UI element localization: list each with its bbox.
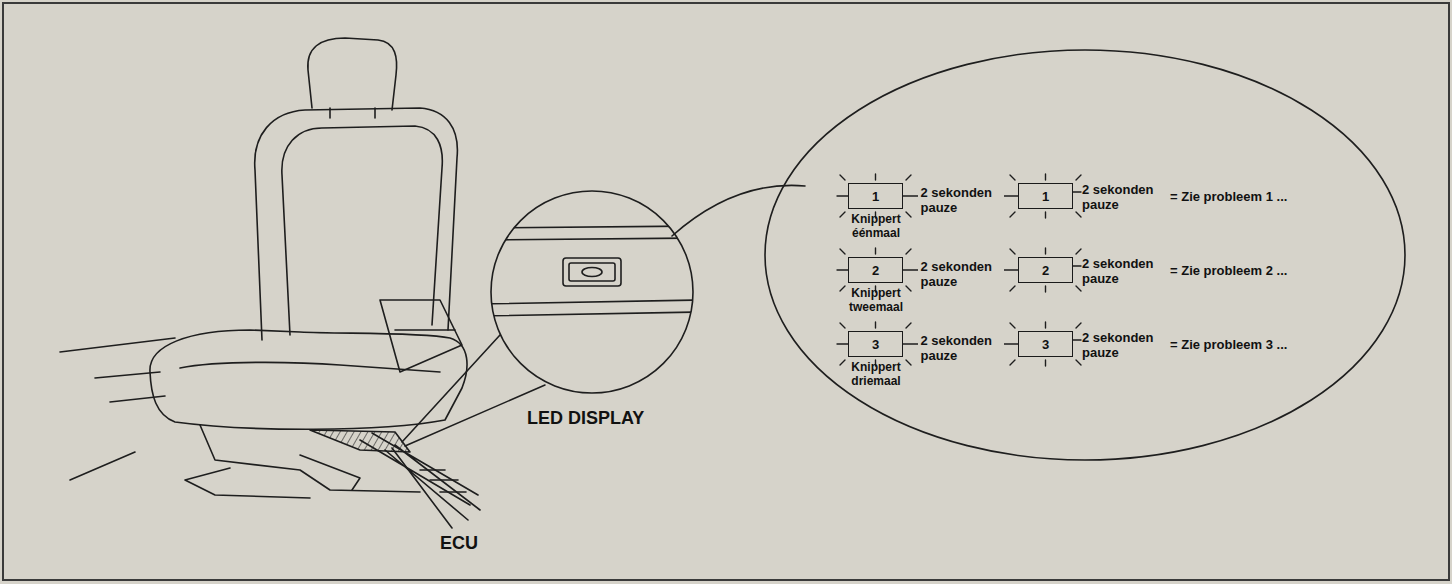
- led: [582, 268, 602, 277]
- floor-line: [60, 338, 175, 352]
- blink-ray: [1045, 248, 1046, 254]
- lead-dash: [1073, 339, 1081, 340]
- led-blink-box: 2: [1018, 257, 1073, 283]
- pause-label: 2 sekonden pauze: [1082, 182, 1168, 212]
- blink-count: 2: [1042, 263, 1049, 278]
- frame: [3, 3, 1449, 580]
- headrest: [308, 38, 397, 110]
- pause-label: 2 sekonden pauze: [918, 333, 1004, 363]
- blink-ray: [906, 323, 911, 328]
- blink-ray: [1045, 212, 1046, 218]
- blink-ray: [1076, 175, 1081, 180]
- led-blink-box: 1: [1018, 183, 1073, 209]
- blink-ray: [875, 322, 876, 328]
- detail-ellipse: [765, 50, 1405, 460]
- blink-ray: [906, 212, 911, 217]
- backrest-panel: [282, 126, 442, 335]
- blink-count: 3: [872, 337, 879, 352]
- blink-ray: [875, 174, 876, 180]
- blink-count: 2: [872, 263, 879, 278]
- blink-ray: [875, 248, 876, 254]
- blink-count: 1: [1042, 189, 1049, 204]
- seat-rail: [360, 433, 480, 520]
- part-label: ECU: [440, 533, 478, 553]
- rail-bracket: [300, 455, 360, 490]
- panel-edge: [480, 226, 700, 240]
- seat-base: [200, 425, 420, 492]
- zoom-line: [672, 185, 805, 236]
- seat-rail: [185, 468, 310, 498]
- blink-count: 3: [1042, 337, 1049, 352]
- blink-ray: [1010, 212, 1015, 217]
- lead-dash: [1073, 191, 1081, 192]
- blink-ray: [1045, 174, 1046, 180]
- display-label: LED DISPLAY: [527, 408, 644, 428]
- blink-ray: [1045, 360, 1046, 366]
- led-blink-box: 3: [1018, 331, 1073, 357]
- blink-ray: [840, 175, 845, 180]
- led-blink-box: 1: [848, 183, 903, 209]
- floor-line: [110, 396, 165, 402]
- blink-ray: [906, 249, 911, 254]
- floor-line: [70, 452, 135, 480]
- blink-ray: [906, 360, 911, 365]
- blink-ray: [840, 249, 845, 254]
- led-housing: [569, 263, 615, 281]
- pause-label: 2 sekonden pauze: [918, 185, 1004, 215]
- lead-dash: [837, 343, 848, 344]
- led-housing: [563, 258, 621, 286]
- blink-note: Knippert tweemaal: [839, 286, 913, 314]
- blink-ray: [1076, 212, 1081, 217]
- panel-edge: [480, 300, 700, 316]
- pause-label: 2 sekonden pauze: [1082, 256, 1168, 286]
- backrest: [255, 108, 458, 340]
- blink-ray: [840, 286, 845, 291]
- leader-line: [392, 448, 452, 528]
- blink-note: Knippert driemaal: [839, 360, 913, 388]
- blink-ray: [906, 286, 911, 291]
- blink-ray: [840, 323, 845, 328]
- lead-dash: [837, 195, 848, 196]
- leader-line: [405, 385, 545, 446]
- blink-ray: [1045, 322, 1046, 328]
- blink-ray: [1010, 286, 1015, 291]
- led-blink-box: 2: [848, 257, 903, 283]
- lead-dash: [1073, 265, 1081, 266]
- recliner-line: [395, 329, 455, 331]
- blink-ray: [1010, 249, 1015, 254]
- recliner-cover: [380, 300, 462, 372]
- blink-ray: [1010, 360, 1015, 365]
- blink-ray: [1010, 175, 1015, 180]
- blink-ray: [1076, 249, 1081, 254]
- result-text: = Zie probleem 3 ...: [1170, 337, 1287, 352]
- blink-ray: [1010, 323, 1015, 328]
- blink-ray: [1076, 286, 1081, 291]
- result-text: = Zie probleem 1 ...: [1170, 189, 1287, 204]
- blink-count: 1: [872, 189, 879, 204]
- blink-ray: [840, 212, 845, 217]
- blink-note: Knippert éénmaal: [839, 212, 913, 240]
- result-text: = Zie probleem 2 ...: [1170, 263, 1287, 278]
- ecu-housing: [310, 430, 410, 452]
- blink-ray: [840, 360, 845, 365]
- blink-ray: [1045, 286, 1046, 292]
- rail-bolt: [420, 470, 466, 492]
- led-blink-box: 3: [848, 331, 903, 357]
- lead-dash: [837, 269, 848, 270]
- cushion-seam: [180, 362, 440, 372]
- pause-label: 2 sekonden pauze: [918, 259, 1004, 289]
- seat-cushion: [150, 330, 467, 429]
- detail-circle: [491, 191, 693, 393]
- pause-label: 2 sekonden pauze: [1082, 330, 1168, 360]
- blink-ray: [1076, 360, 1081, 365]
- blink-ray: [906, 175, 911, 180]
- blink-ray: [1076, 323, 1081, 328]
